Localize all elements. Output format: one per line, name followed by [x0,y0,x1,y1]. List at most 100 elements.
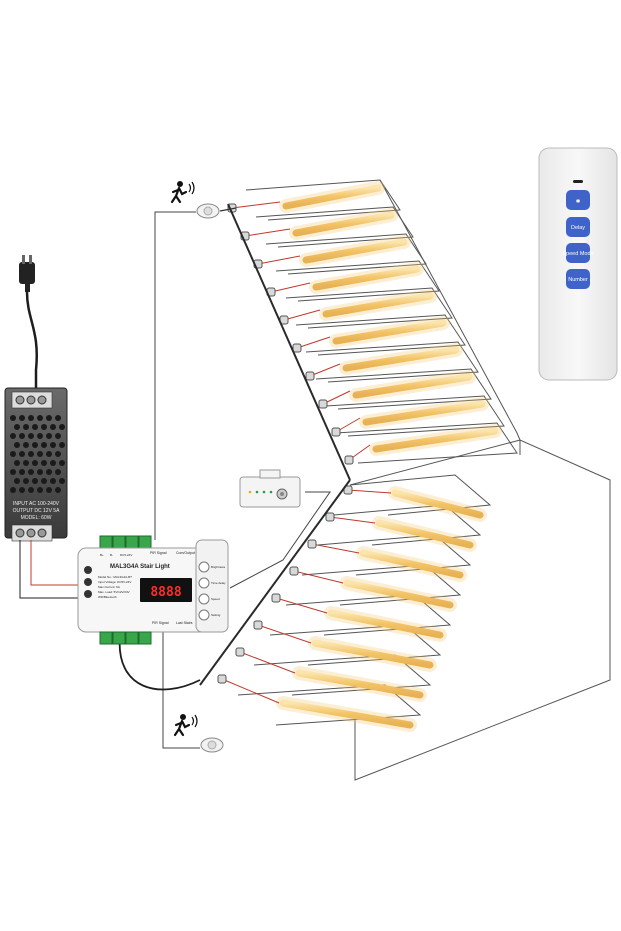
led-feed-wire [231,201,281,209]
vent-hole [46,415,52,421]
brightness-button[interactable] [198,561,210,573]
walking-person-icon-bottom [173,714,198,737]
led-feed-wire [296,336,331,349]
stair-step-lower [317,534,472,576]
stair-step [295,314,466,356]
vent-hole [14,424,20,430]
remote-delay-label: Delay [571,225,585,231]
vent-hole [23,460,29,466]
remote-speed-mode-button[interactable] [566,243,590,263]
time-delay-button[interactable] [198,577,210,589]
vent-hole [10,415,16,421]
led-strip [372,427,499,453]
wire-connector-lower [235,647,245,657]
vent-hole [37,469,43,475]
wire-connector [305,371,315,381]
receiver-wire [229,491,331,589]
led-glow-lower [372,516,477,552]
led-strip-lower [375,519,474,549]
seven-segment-display: 8888 [150,585,181,600]
led-feed-wire-lower [275,597,328,614]
wire-connector-lower [325,512,335,522]
vent-hole [46,433,52,439]
wire-connector [331,427,341,437]
vent-hole [46,469,52,475]
connector-chain [199,201,392,704]
led-strip [292,211,395,237]
led-glow [319,289,437,321]
led-strip [352,373,473,399]
terminal-label-b-plus: B+ [100,553,104,557]
vent-hole [59,424,65,430]
top-label-output: Com/Output [176,551,195,555]
remote-number-button[interactable] [566,269,590,289]
led-glow [369,424,502,456]
stair-step [325,395,505,437]
stair-step [245,179,401,221]
led-strip [362,400,486,426]
wire-connector [344,455,354,465]
led-glow-lower [356,546,467,582]
vent-hole [41,478,47,484]
vent-hole [28,433,34,439]
vent-hole [55,451,61,457]
vent-hole [23,424,29,430]
sun-icon[interactable] [566,190,590,210]
spec-1: Model No.: MAL3G4A-BT [98,575,132,579]
led-feed-wire [270,282,311,293]
stair-step-lower [333,504,482,546]
vent-hole [19,451,25,457]
wire-connector-lower [307,539,317,549]
setting-button[interactable] [198,609,210,621]
led-glow [339,343,463,375]
speed-button[interactable] [198,593,210,605]
wire-connector-lower [289,566,299,576]
vent-hole [32,460,38,466]
wire-connector [318,399,328,409]
staircase-base [349,439,611,781]
led-strip [332,319,447,345]
vent-hole [37,415,43,421]
vent-hole [14,478,20,484]
vent-hole [50,460,56,466]
vent-hole [46,487,52,493]
led-glow [299,235,411,267]
remote-delay-button[interactable] [566,217,590,237]
vent-hole [59,478,65,484]
vent-hole [50,442,56,448]
vent-hole [59,442,65,448]
vent-hole [41,442,47,448]
spec-4: Max. Load: 5V/12V/24V [98,590,130,594]
stair-step-lower [269,624,442,666]
ps-label-2: OUTPUT DC 12V 5A [13,508,61,514]
remote-control: ✱ Delay Speed Mode Number [538,147,618,381]
led-glow-lower [276,696,417,732]
stair-side [379,179,521,441]
bottom-label-pir: PIR Signal [152,621,169,625]
led-glow-lower [292,666,427,702]
led-feed-wire-lower [239,651,296,674]
spec-5: Wifi/Bluetooth [98,595,117,599]
stair-step-lower [285,594,452,636]
led-strip-lower [343,579,454,609]
motion-sensor-bottom [162,632,224,753]
vent-hole [28,415,34,421]
ps-label-3: MODEL: 60W [21,515,52,521]
stair-step-lower [349,474,492,516]
led-strip-lower [327,609,444,639]
main-wire-upper [227,203,351,481]
power-supply: INPUT AC 100-240V OUTPUT DC 12V 5A MODEL… [4,387,68,542]
power-plug [19,255,38,392]
spec-2: Input Voltage: DC5V-24V [98,580,131,584]
vent-hole [23,478,29,484]
vent-hole [41,424,47,430]
vent-hole [37,487,43,493]
vent-hole [32,442,38,448]
led-feed-wire [257,255,301,265]
led-strip [342,346,460,372]
led-strip [282,184,382,210]
vent-hole [55,487,61,493]
vent-hole [10,451,16,457]
led-glow-lower [308,636,437,672]
led-glow [359,397,489,429]
